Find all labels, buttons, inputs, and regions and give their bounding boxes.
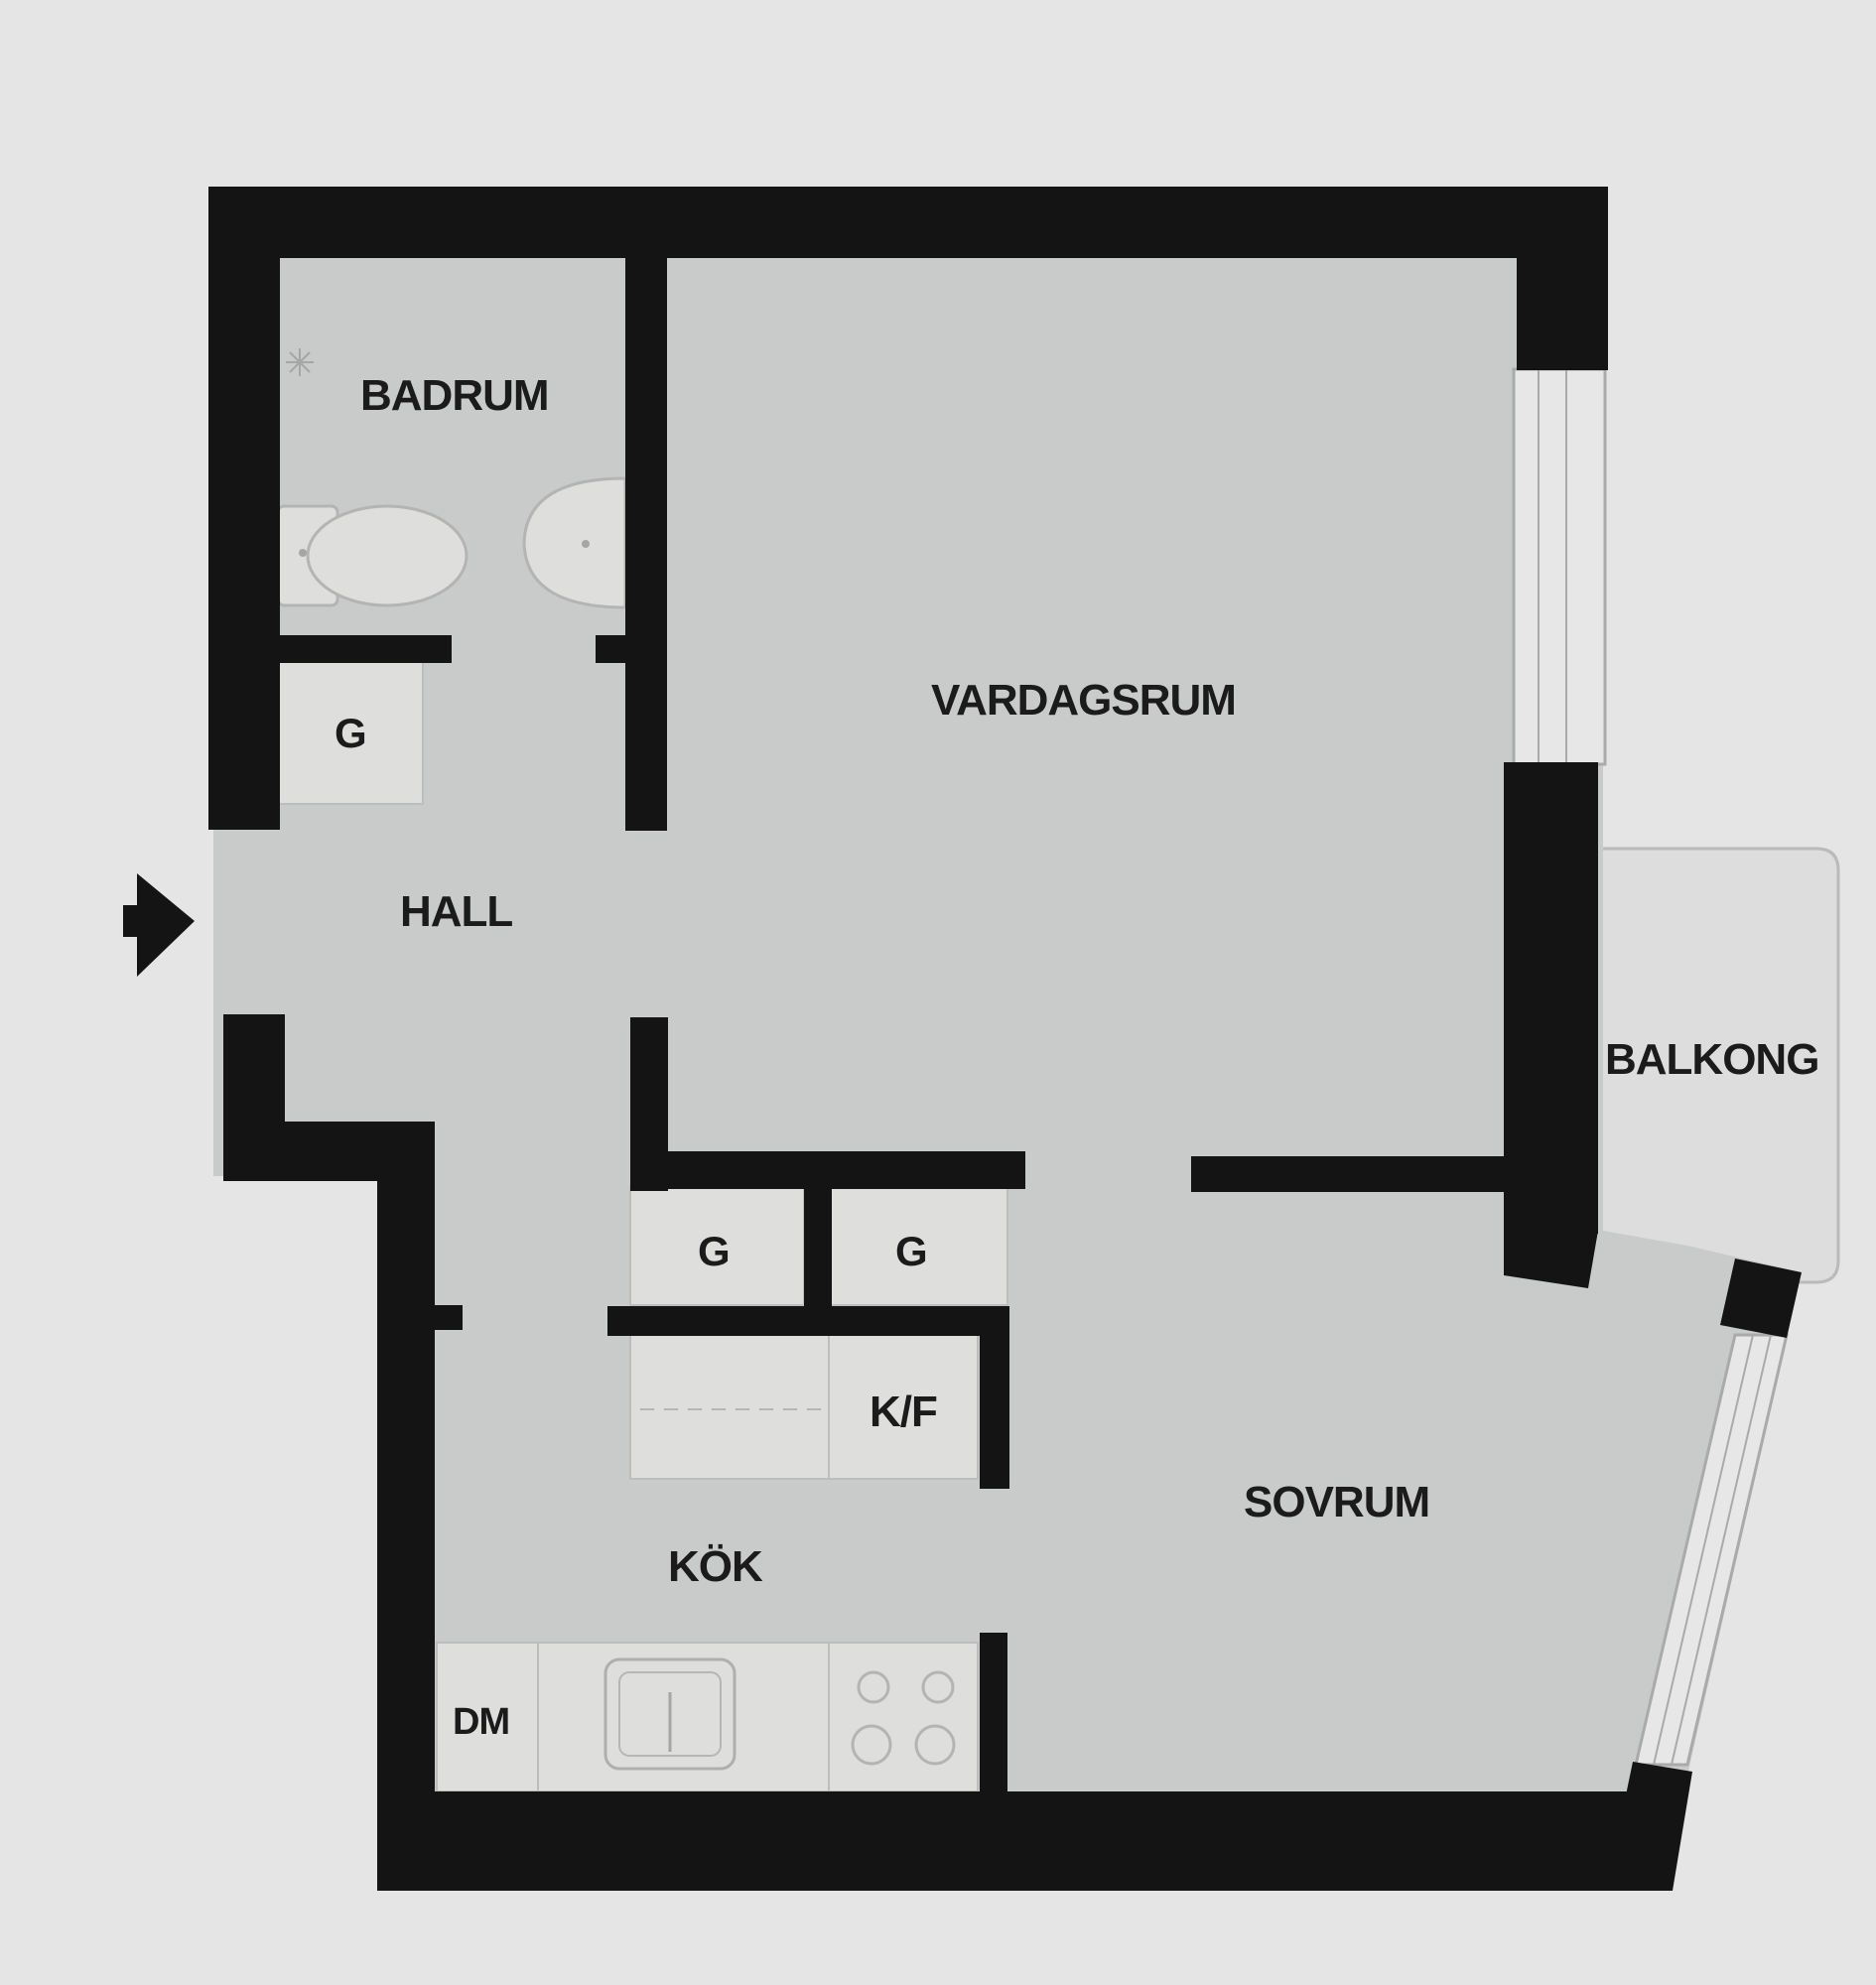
closet-b-label: G — [895, 1228, 927, 1274]
shower-icon — [522, 476, 627, 609]
wall-bottom — [377, 1791, 1668, 1891]
closet-a-area — [629, 1185, 805, 1306]
closet-b-area — [828, 1185, 1008, 1306]
wall-kitchen-stub — [433, 1305, 463, 1330]
room-label-sovrum: SOVRUM — [1244, 1478, 1429, 1526]
entrance-arrow-icon — [123, 873, 195, 977]
wall-right-top — [1517, 187, 1608, 370]
walls — [208, 187, 1802, 1891]
dishwasher-label: DM — [453, 1701, 509, 1743]
wall-living-right — [1191, 1156, 1511, 1192]
room-label-kok: KÖK — [668, 1542, 763, 1591]
bedroom-window — [1634, 1333, 1789, 1767]
wall-closet-divider — [804, 1186, 832, 1310]
fan-icon — [286, 348, 314, 376]
hall-closet-label: G — [335, 710, 366, 756]
fixtures — [275, 659, 1008, 1792]
fridge-freezer-label: K/F — [870, 1388, 937, 1436]
room-label-badrum: BADRUM — [360, 371, 549, 420]
balcony-door-window — [1512, 367, 1607, 766]
wall-kitchen-bed — [980, 1633, 1007, 1821]
wall-bath-living — [625, 253, 667, 831]
wall-bath-bottom-left — [278, 635, 452, 663]
wall-living-left — [630, 1151, 1025, 1189]
kitchen-sink-icon — [603, 1657, 737, 1771]
wall-bath-bottom-right — [596, 635, 635, 663]
room-label-hall: HALL — [400, 887, 512, 936]
wall-top — [208, 187, 1608, 258]
balcony-area — [1596, 847, 1840, 1284]
closet-a-label: G — [698, 1228, 730, 1274]
wall-left-upper — [208, 187, 280, 830]
kf-area — [629, 1334, 979, 1480]
stove-icon — [851, 1670, 956, 1766]
room-label-vardagsrum: VARDAGSRUM — [931, 676, 1236, 725]
wall-kitchen-upper — [607, 1306, 1009, 1336]
wall-right-mid — [1504, 762, 1598, 1234]
toilet-icon — [276, 504, 469, 607]
wall-kitchen-left — [377, 1122, 435, 1891]
wall-kf-right — [980, 1306, 1009, 1489]
wall-right-corner — [1504, 1176, 1598, 1288]
wall-bedroom-pillar — [1720, 1258, 1802, 1338]
room-label-balkong: BALKONG — [1605, 1035, 1818, 1084]
